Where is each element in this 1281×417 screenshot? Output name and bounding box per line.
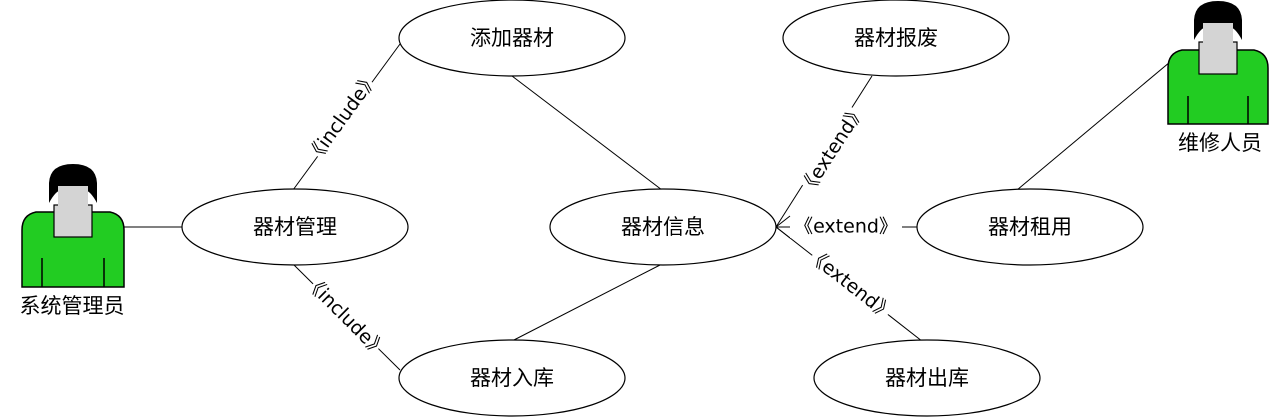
use-case-scrap[interactable]: 器材报废 [782, 0, 1010, 77]
use-case-storage-out[interactable]: 器材出库 [813, 339, 1041, 417]
association-add-info [511, 75, 663, 191]
use-case-scrap-label: 器材报废 [854, 26, 938, 50]
use-case-info-ellipse [549, 188, 777, 266]
extend-label-out: 《extend》 [803, 244, 898, 325]
include-label-add: 《include》 [302, 68, 383, 167]
use-case-scrap-ellipse [782, 0, 1010, 77]
use-case-storage-in-ellipse [398, 339, 626, 417]
use-case-rent-label: 器材租用 [988, 215, 1072, 239]
association-repair-rent [1016, 61, 1171, 191]
use-case-info-label: 器材信息 [621, 215, 705, 239]
use-case-storage-out-ellipse [813, 339, 1041, 417]
include-label-in: 《include》 [300, 271, 391, 362]
extend-label-scrap: 《extend》 [795, 100, 870, 199]
use-case-storage-out-label: 器材出库 [885, 366, 969, 390]
use-case-manage-label: 器材管理 [253, 215, 337, 239]
person-icon [21, 164, 125, 288]
person-icon [1167, 1, 1269, 125]
actor-admin[interactable]: 系统管理员 [20, 164, 125, 318]
use-case-info[interactable]: 器材信息 [549, 188, 777, 266]
use-case-rent-ellipse [916, 188, 1144, 266]
actor-repair[interactable]: 维修人员 [1167, 1, 1269, 155]
use-case-manage[interactable]: 器材管理 [181, 188, 409, 266]
actor-repair-label: 维修人员 [1178, 131, 1262, 155]
use-case-add-label: 添加器材 [470, 26, 554, 50]
extend-label-rent: 《extend》 [794, 216, 898, 238]
use-case-storage-in[interactable]: 器材入库 [398, 339, 626, 417]
use-case-add[interactable]: 添加器材 [398, 0, 626, 77]
use-case-add-ellipse [398, 0, 626, 77]
association-in-info [511, 263, 663, 342]
use-case-manage-ellipse [181, 188, 409, 266]
use-case-storage-in-label: 器材入库 [470, 366, 554, 390]
use-case-rent[interactable]: 器材租用 [916, 188, 1144, 266]
actor-admin-label: 系统管理员 [20, 294, 125, 318]
